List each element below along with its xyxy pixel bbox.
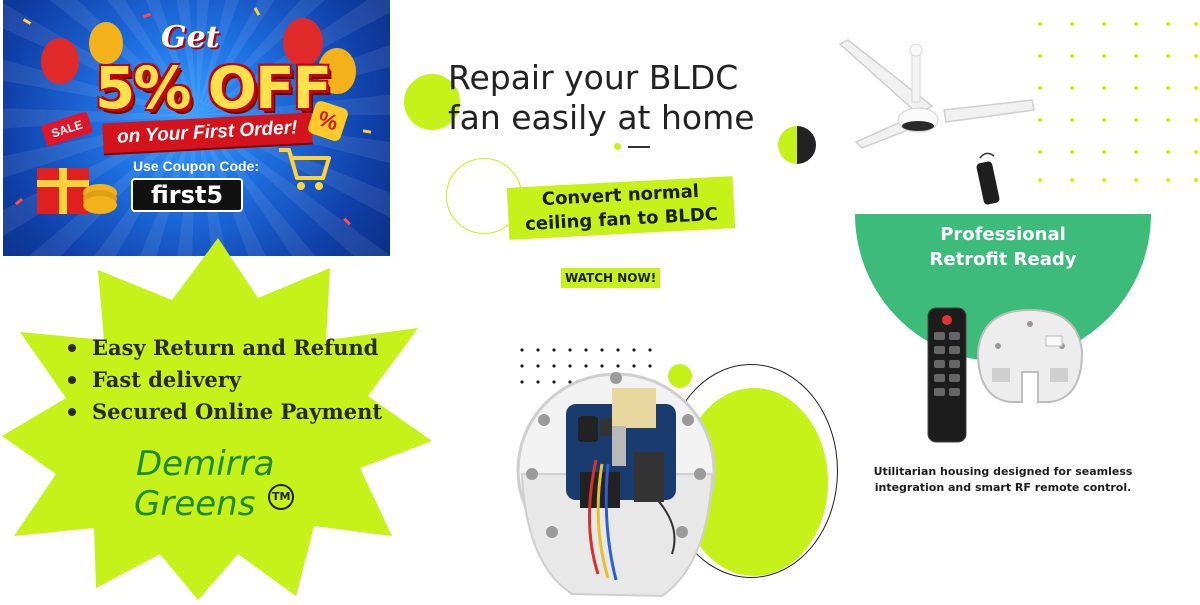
- bullet-icon: [68, 375, 76, 384]
- dot-grid-decoration: [520, 348, 652, 384]
- headline-line-1: Repair your BLDC: [448, 58, 739, 97]
- badge-line-1: Professional: [940, 224, 1066, 245]
- shopping-cart-icon: [279, 148, 331, 190]
- features-starburst: Easy Return and Refund Fast delivery Sec…: [0, 236, 435, 600]
- promo-banner[interactable]: Get 5% OFF on Your First Order! SALE % U…: [3, 0, 390, 256]
- headline-divider: [614, 143, 621, 150]
- red-balloon-icon: [283, 18, 323, 66]
- coupon-label: Use Coupon Code:: [133, 158, 259, 174]
- trademark-icon: TM: [268, 484, 295, 510]
- gold-balloon-icon: [89, 22, 123, 64]
- lime-dot-grid-decoration: [1038, 22, 1198, 182]
- bldc-controller-image: [516, 372, 716, 598]
- half-circle-decoration: [778, 126, 816, 164]
- brand-line-1: Demirra: [136, 444, 275, 484]
- desc-line-2: integration and smart RF remote control.: [874, 481, 1132, 494]
- badge-line-2: Retrofit Ready: [929, 249, 1077, 270]
- starburst-shape: [2, 238, 432, 600]
- headline-divider-line: [628, 146, 650, 148]
- convert-callout: Convert normal ceiling fan to BLDC: [506, 176, 736, 240]
- brand-line-2: Greens TM: [134, 484, 295, 524]
- feature-item: Secured Online Payment: [68, 396, 382, 428]
- bullet-icon: [68, 343, 76, 352]
- gift-box-icon: [37, 168, 89, 214]
- features-list: Easy Return and Refund Fast delivery Sec…: [68, 332, 382, 428]
- promo-discount-text: 5% OFF: [95, 54, 332, 122]
- lime-circle-decoration: [404, 74, 460, 130]
- headline: Repair your BLDC fan easily at home: [448, 58, 755, 138]
- fan-remote-icon: [976, 152, 1000, 205]
- retrofit-badge-text: Professional Retrofit Ready: [855, 222, 1151, 272]
- gold-coins-icon: [83, 196, 117, 214]
- feature-item-label: Fast delivery: [92, 367, 242, 392]
- feature-item-label: Secured Online Payment: [92, 399, 383, 424]
- red-balloon-icon: [41, 38, 79, 84]
- headline-line-2: fan easily at home: [448, 98, 755, 137]
- promo-get-text: Get: [161, 20, 220, 55]
- watch-now-button[interactable]: WATCH NOW!: [561, 268, 661, 288]
- feature-item: Fast delivery: [68, 364, 382, 396]
- desc-line-1: Utilitarian housing designed for seamles…: [873, 465, 1133, 478]
- ceiling-fan-image: [838, 39, 1035, 149]
- controller-housing-image: [976, 308, 1084, 403]
- gold-balloon-icon: [318, 48, 356, 94]
- feature-item-label: Easy Return and Refund: [92, 335, 379, 360]
- feature-item: Easy Return and Refund: [68, 332, 382, 364]
- coupon-code[interactable]: first5: [131, 178, 244, 212]
- product-description: Utilitarian housing designed for seamles…: [856, 464, 1150, 496]
- bullet-icon: [68, 407, 76, 416]
- brand-logo: Demirra Greens TM: [134, 444, 295, 524]
- lime-dot-decoration: [668, 364, 692, 388]
- rf-remote-image: [927, 307, 967, 443]
